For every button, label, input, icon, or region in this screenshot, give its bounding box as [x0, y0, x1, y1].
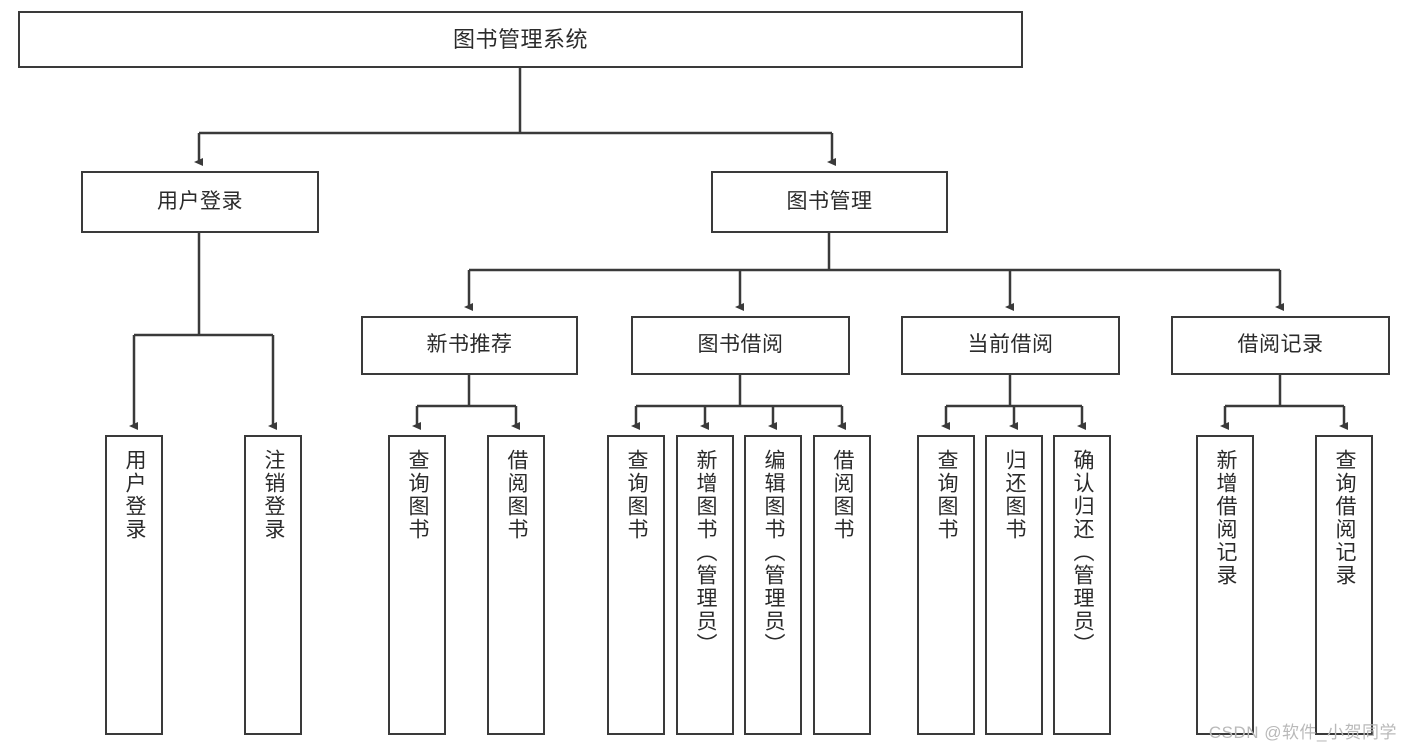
leaf-confirm-return-admin-label: 确认归还（管理员）: [1071, 449, 1095, 656]
leaf-add-book-admin-label: 新增图书（管理员）: [694, 449, 718, 656]
leaf-query-book-recommend-label: 查询图书: [406, 449, 430, 541]
leaf-edit-book-admin-label: 编辑图书（管理员）: [762, 449, 786, 656]
leaf-borrow-book-label: 借阅图书: [831, 449, 855, 541]
leaf-user-login-label: 用户登录: [123, 449, 147, 541]
leaf-query-book-borrow-label: 查询图书: [625, 449, 649, 541]
node-current-borrow-label: 当前借阅: [967, 333, 1054, 357]
node-borrow-record-label: 借阅记录: [1237, 333, 1324, 357]
node-current-borrow[interactable]: 当前借阅: [901, 316, 1120, 375]
leaf-borrow-book[interactable]: 借阅图书: [813, 435, 871, 735]
leaf-add-borrow-record[interactable]: 新增借阅记录: [1196, 435, 1254, 735]
leaf-add-borrow-record-label: 新增借阅记录: [1214, 449, 1238, 587]
leaf-return-book-label: 归还图书: [1003, 449, 1027, 541]
node-borrow-record[interactable]: 借阅记录: [1171, 316, 1390, 375]
node-user-login-label: 用户登录: [157, 189, 243, 213]
node-root-label: 图书管理系统: [452, 26, 588, 52]
leaf-edit-book-admin[interactable]: 编辑图书（管理员）: [744, 435, 802, 735]
node-book-management-label: 图书管理: [786, 189, 873, 213]
leaf-logout-label: 注销登录: [262, 449, 286, 541]
leaf-query-book-recommend[interactable]: 查询图书: [388, 435, 446, 735]
node-user-login[interactable]: 用户登录: [81, 171, 319, 233]
leaf-query-borrow-record-label: 查询借阅记录: [1333, 449, 1357, 587]
leaf-confirm-return-admin[interactable]: 确认归还（管理员）: [1053, 435, 1111, 735]
leaf-query-book-borrow[interactable]: 查询图书: [607, 435, 665, 735]
leaf-borrow-book-recommend-label: 借阅图书: [505, 449, 529, 541]
node-root[interactable]: 图书管理系统: [18, 11, 1023, 68]
node-book-borrow-label: 图书借阅: [697, 333, 784, 357]
leaf-add-book-admin[interactable]: 新增图书（管理员）: [676, 435, 734, 735]
leaf-logout[interactable]: 注销登录: [244, 435, 302, 735]
leaf-query-book-current-label: 查询图书: [935, 449, 959, 541]
leaf-return-book[interactable]: 归还图书: [985, 435, 1043, 735]
node-new-book-recommend[interactable]: 新书推荐: [361, 316, 578, 375]
leaf-query-book-current[interactable]: 查询图书: [917, 435, 975, 735]
watermark: CSDN @软件_小贺同学: [1208, 723, 1397, 742]
node-new-book-recommend-label: 新书推荐: [426, 333, 513, 357]
leaf-borrow-book-recommend[interactable]: 借阅图书: [487, 435, 545, 735]
node-book-management[interactable]: 图书管理: [711, 171, 948, 233]
leaf-query-borrow-record[interactable]: 查询借阅记录: [1315, 435, 1373, 735]
node-book-borrow[interactable]: 图书借阅: [631, 316, 850, 375]
leaf-user-login[interactable]: 用户登录: [105, 435, 163, 735]
